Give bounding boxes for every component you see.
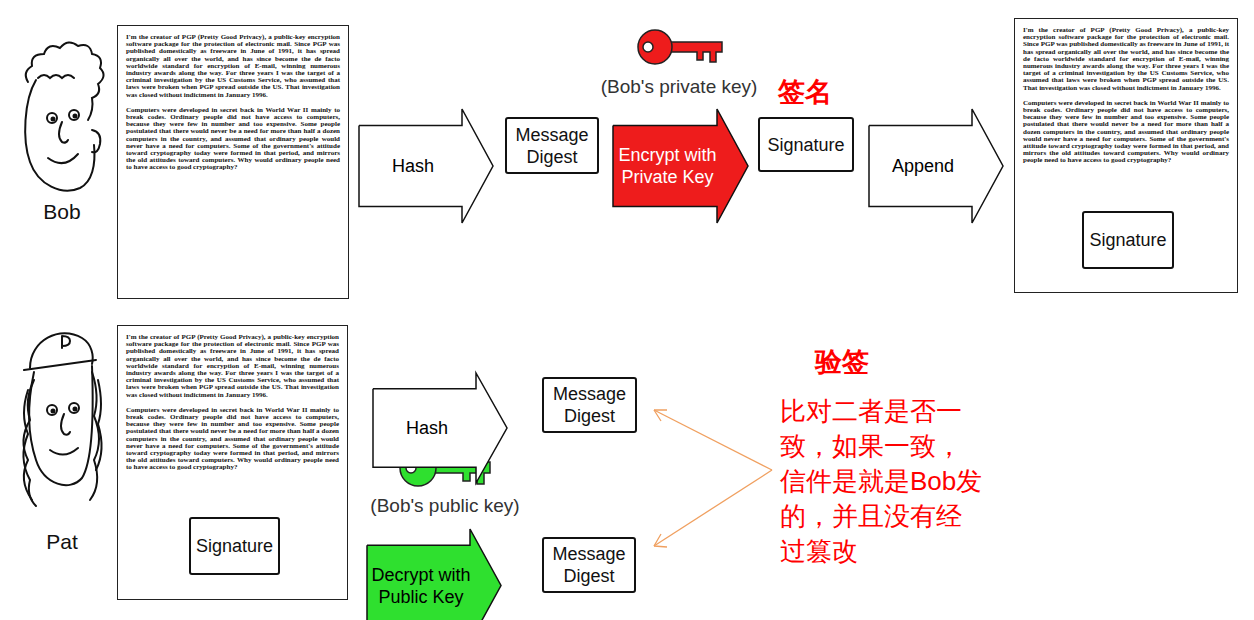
- arrow-outline: [869, 109, 1003, 223]
- arrow-label: Hash: [406, 417, 448, 439]
- arrow-label: Encrypt with Private Key: [616, 144, 719, 188]
- append-arrow: Append: [868, 108, 1004, 224]
- step-title: 验签: [815, 344, 905, 380]
- step-title: 签名: [778, 74, 858, 110]
- arrow-outline: [359, 109, 493, 223]
- box-label: Message Digest: [548, 543, 630, 587]
- box-label: Signature: [196, 535, 273, 557]
- bob-face: [25, 42, 103, 190]
- digest-box: Message Digest: [542, 377, 637, 433]
- compare-leader: [654, 410, 772, 547]
- arrow-label: Decrypt with Public Key: [370, 564, 472, 608]
- arrow-outline: [373, 373, 507, 483]
- person-name: Bob: [12, 200, 112, 224]
- signed-document: Signature I'm the creator of PGP (Pretty …: [1014, 18, 1238, 293]
- arrow-shape: [612, 108, 749, 224]
- arrow-text-area: Hash: [376, 372, 478, 484]
- arrow-text-area: Encrypt with Private Key: [616, 108, 719, 224]
- pat-face: [23, 333, 101, 506]
- letter-paragraph: Computers were developed in secret back …: [126, 107, 340, 172]
- signature-box: Signature: [758, 117, 854, 172]
- letter-body: I'm the creator of PGP (Pretty Good Priv…: [126, 334, 339, 480]
- letter-body: I'm the creator of PGP (Pretty Good Priv…: [126, 34, 340, 180]
- arrow-label: Append: [892, 155, 954, 177]
- arrow-outline: [367, 529, 501, 620]
- box-label: Signature: [767, 134, 844, 156]
- digest-box: Message Digest: [542, 537, 636, 593]
- letter-paragraph: I'm the creator of PGP (Pretty Good Priv…: [126, 334, 339, 399]
- arrow-label: Hash: [392, 155, 434, 177]
- hash-arrow: Hash: [358, 108, 494, 224]
- digest-box: Message Digest: [505, 117, 599, 174]
- arrow-text-area: Append: [872, 108, 974, 224]
- letter-body: I'm the creator of PGP (Pretty Good Priv…: [1023, 27, 1229, 173]
- key-caption: (Bob's public key): [344, 495, 546, 517]
- letter-paragraph: Computers were developed in secret back …: [126, 407, 339, 472]
- box-label: Message Digest: [511, 124, 593, 168]
- signature-box: Signature: [189, 517, 280, 575]
- letter-paragraph: I'm the creator of PGP (Pretty Good Priv…: [126, 34, 340, 99]
- box-label: Signature: [1089, 229, 1166, 251]
- letter-paragraph: I'm the creator of PGP (Pretty Good Priv…: [1023, 27, 1229, 92]
- received-document: Signature I'm the creator of PGP (Pretty …: [117, 325, 348, 600]
- document: I'm the creator of PGP (Pretty Good Priv…: [117, 25, 349, 299]
- signature-box: Signature: [1082, 211, 1174, 269]
- encrypt-arrow: Encrypt with Private Key: [612, 108, 749, 224]
- note-text: 比对二者是否一致，如果一致，信件是就是Bob发的，并且没有经过篡改: [780, 394, 985, 569]
- key-caption: (Bob's private key): [572, 76, 786, 98]
- hash-arrow: Hash: [372, 372, 508, 484]
- private-key-icon: [638, 30, 722, 64]
- arrow-text-area: Decrypt with Public Key: [370, 528, 472, 620]
- letter-paragraph: Computers were developed in secret back …: [1023, 100, 1229, 165]
- person-name: Pat: [12, 530, 112, 554]
- arrow-outline: [613, 109, 748, 223]
- decrypt-arrow: Decrypt with Public Key: [366, 528, 502, 620]
- arrow-text-area: Hash: [362, 108, 464, 224]
- box-label: Message Digest: [548, 383, 631, 427]
